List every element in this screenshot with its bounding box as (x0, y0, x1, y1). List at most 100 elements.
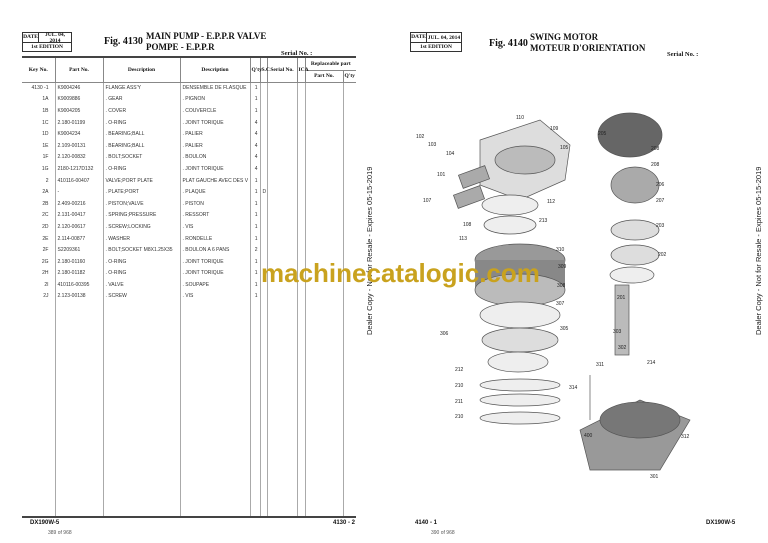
date-label: DATE (23, 33, 39, 42)
cell-sc (259, 244, 267, 256)
cell-rep-qty (342, 290, 356, 303)
cell-desc-fr: . PISTON (179, 197, 250, 210)
cell-rep-part (304, 82, 343, 94)
cell-desc-fr: PLAT GAUCHE AVEC DES V (179, 174, 250, 187)
cell-desc-en: . WASHER (102, 232, 180, 245)
callout-label: 109 (550, 126, 559, 132)
cell-desc-en: . BEARING;BALL (102, 139, 180, 152)
cell-desc-en: . SCREW;LOCKING (102, 221, 180, 233)
cell-part: K9009886 (54, 93, 103, 106)
cell-qty: 1 (249, 93, 260, 106)
cell-sc (259, 290, 267, 303)
cell-rep-part (304, 232, 343, 245)
cell-key: 1A (42, 96, 49, 103)
cell-rep-qty (342, 116, 356, 129)
callout-label: 302 (618, 345, 627, 351)
cell-key: 1E (42, 142, 49, 149)
date-value: JUL. 04, 2014 (427, 34, 461, 41)
cell-sc (259, 82, 267, 94)
cell-desc-en: . PISTON;VALVE (102, 197, 180, 210)
cell-key: 1D (42, 131, 49, 138)
cell-serial (266, 139, 297, 152)
cell-key: 2C (42, 212, 49, 219)
cell-qty: 1 (249, 174, 260, 187)
cell-part: 2.120-00832 (54, 151, 103, 164)
cell-ica (296, 116, 305, 129)
cell-rep-qty (342, 82, 356, 94)
cell-rep-qty (342, 105, 356, 117)
cell-desc-en: . GEAR (102, 93, 180, 106)
callout-label: 308 (557, 283, 566, 289)
col-replaceable: Replaceable part (304, 58, 356, 71)
cell-sc (259, 174, 267, 187)
cell-serial (266, 174, 297, 187)
callout-label: 207 (656, 198, 665, 204)
callout-label: 104 (446, 151, 455, 157)
callout-label: 210 (455, 414, 464, 420)
cell-qty: 2 (249, 244, 260, 256)
cell-qty: 4 (249, 116, 260, 129)
cell-desc-fr: . JOINT TORIQUE (179, 116, 250, 129)
cell-part: 2.409-00216 (54, 197, 103, 210)
cell-desc-fr: DENSEMBLE DE FLASQUE (179, 82, 250, 94)
cell-key: 2J (43, 293, 49, 300)
cell-ica (296, 209, 305, 222)
cell-key: 2G (41, 258, 49, 265)
cell-sc (259, 93, 267, 106)
col-desc-fr: Description (179, 58, 250, 83)
cell-sc (259, 163, 267, 175)
cell-desc-en: VALVE;PORT PLATE (102, 174, 180, 187)
callout-label: 205 (598, 131, 607, 137)
page-number-right: 4140 - 1 (415, 520, 438, 526)
cell-rep-qty (342, 139, 356, 152)
date-label: DATE (411, 33, 427, 42)
cell-key: 4130 -1 (31, 85, 49, 92)
callout-label: 307 (556, 301, 565, 307)
model-right: DX190W-5 (706, 520, 736, 526)
cell-ica (296, 186, 305, 198)
cell-serial (266, 197, 297, 210)
callout-label: 105 (560, 145, 569, 151)
figure-number-right: Fig. 4140 (489, 38, 528, 49)
cell-part: 2.180-01160 (54, 255, 103, 268)
cell-qty: 1 (249, 290, 260, 303)
cell-desc-en: FLANGE ASS'Y (102, 82, 180, 94)
col-ica: ICA (296, 58, 309, 83)
cell-key: 2D (42, 223, 49, 230)
cell-rep-qty (342, 197, 356, 210)
cell-key: 2E (42, 235, 49, 242)
cell-rep-part (304, 128, 343, 140)
cell-key: 2A (42, 189, 49, 196)
cell-part: 410116-00395 (54, 279, 103, 291)
cell-part: K9004205 (54, 105, 103, 117)
cell-serial (266, 244, 297, 256)
cell-desc-fr: . SOUPAPE (179, 279, 250, 291)
cell-sc (259, 128, 267, 140)
cell-key: 2H (42, 270, 49, 277)
cell-sc (259, 221, 267, 233)
callout-label: 101 (437, 172, 446, 178)
cell-rep-part (304, 174, 343, 187)
callout-label: 202 (658, 252, 667, 258)
cell-desc-en: . PLATE;PORT (102, 186, 180, 198)
cell-desc-en: . O-RING (102, 267, 180, 280)
cell-sc (259, 232, 267, 245)
cell-qty: 1 (249, 197, 260, 210)
cell-qty: 1 (249, 221, 260, 233)
cell-serial (266, 232, 297, 245)
cell-ica (296, 93, 305, 106)
cell-rep-part (304, 93, 343, 106)
cell-desc-fr: . JOINT TORIQUE (179, 267, 250, 280)
cell-desc-en: . BOLT;SOCKET M8X1.25X35 (102, 244, 180, 256)
